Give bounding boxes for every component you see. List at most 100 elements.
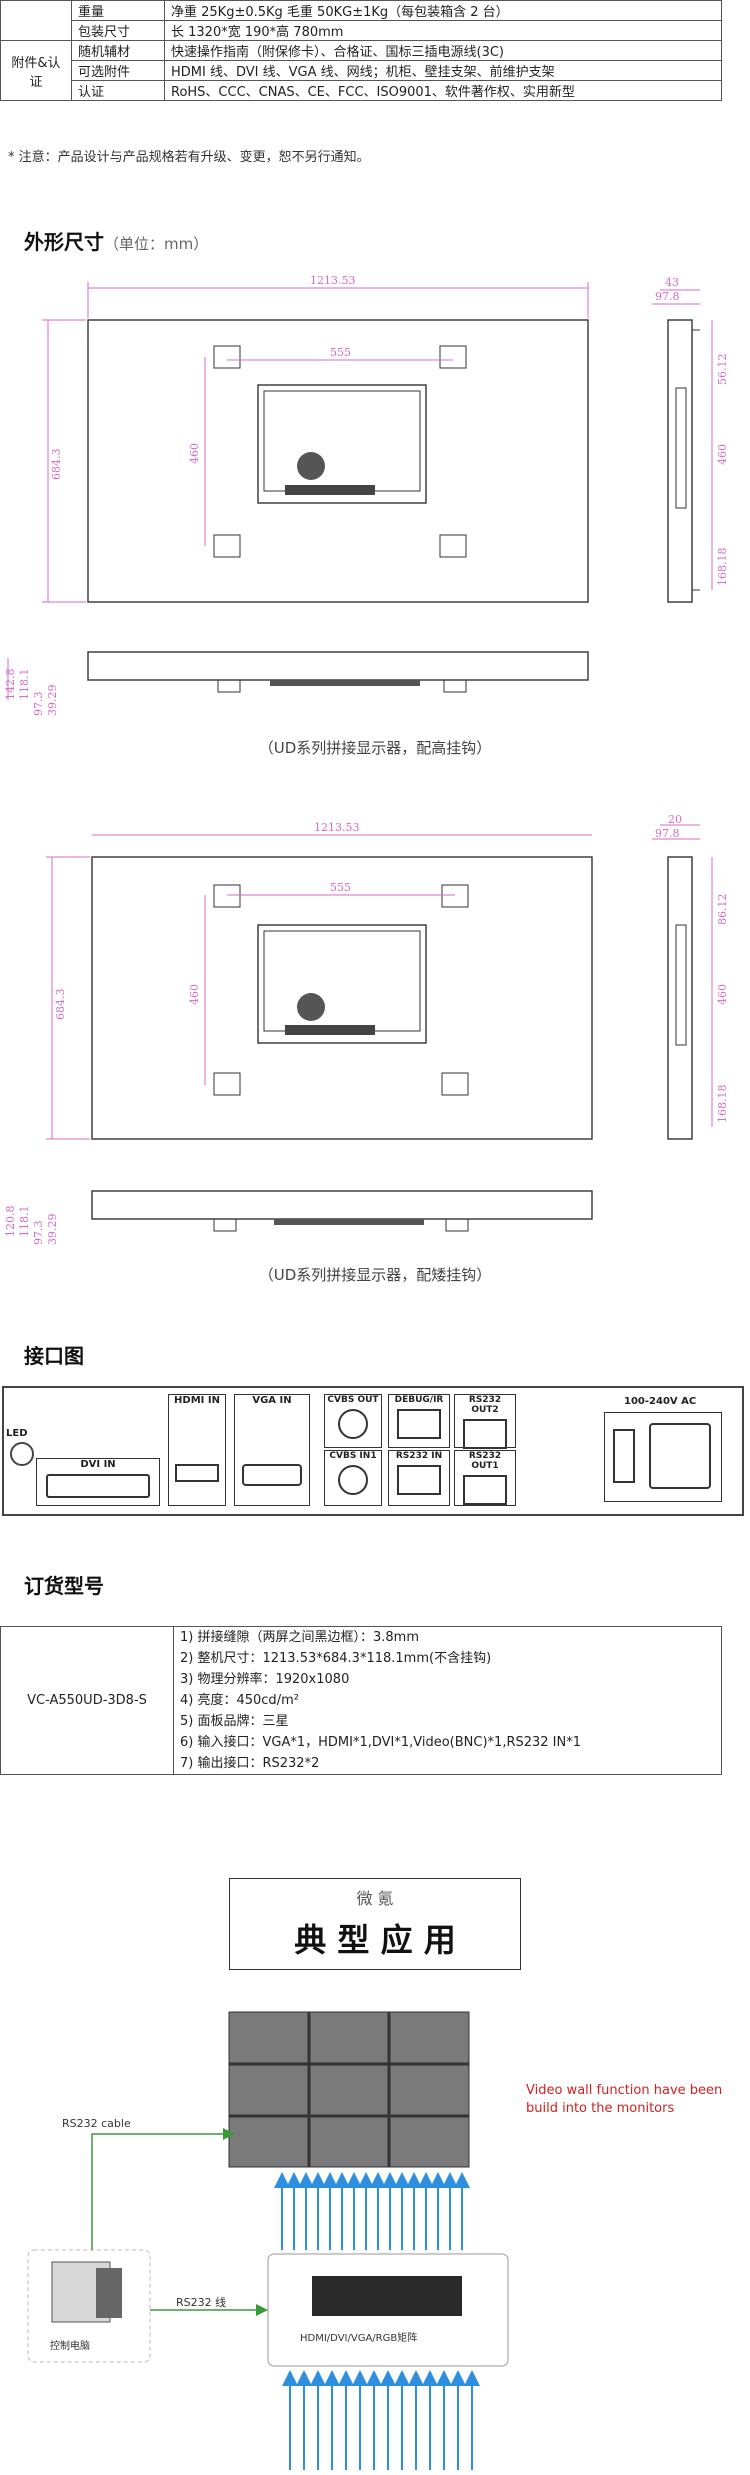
dim-height: 684.3 bbox=[50, 449, 63, 481]
interface-panel: LED DVI IN HDMI IN VGA IN CVBS OUT CVBS … bbox=[2, 1386, 744, 1516]
spec-table: 重量 净重 25Kg±0.5Kg 毛重 50KG±1Kg（每包装箱含 2 台） … bbox=[0, 0, 722, 101]
dim-mount-width: 555 bbox=[330, 346, 351, 359]
led-indicator bbox=[10, 1442, 34, 1466]
debug-port: DEBUG/IR bbox=[388, 1394, 450, 1448]
dimension-drawing-high-hook: 1213.53 684.3 555 460 43 97.8 56.12 460 … bbox=[4, 274, 729, 717]
dim-height: 684.3 bbox=[54, 989, 67, 1021]
order-line: 1) 拼接缝隙（两屏之间黑边框）：3.8mm bbox=[180, 1630, 419, 1645]
cvbs-out-label: CVBS OUT bbox=[327, 1395, 379, 1405]
dim-side-a: 86.12 bbox=[716, 894, 729, 926]
table-row: 包装尺寸 长 1320*宽 190*高 780mm bbox=[0, 20, 722, 41]
spec-key: 可选附件 bbox=[71, 60, 165, 81]
hdmi-port: HDMI IN bbox=[168, 1394, 226, 1506]
spec-value: 快速操作指南（附保修卡）、合格证、国标三插电源线(3C) bbox=[164, 40, 722, 61]
dimensions-unit: （单位：mm） bbox=[104, 235, 209, 253]
brand-name: 微 氪 bbox=[356, 1889, 394, 1908]
dim-side-c: 168.18 bbox=[716, 548, 729, 587]
order-line: 4) 亮度：450cd/m² bbox=[180, 1693, 299, 1708]
vga-label: VGA IN bbox=[252, 1395, 292, 1406]
dim-side-b: 460 bbox=[716, 444, 729, 465]
interface-title: 接口图 bbox=[24, 1344, 84, 1368]
pc-tower-icon bbox=[96, 2268, 122, 2318]
dim-side-a: 56.12 bbox=[716, 354, 729, 386]
spec-value: HDMI 线、DVI 线、VGA 线、网线；机柜、壁挂支架、前维护支架 bbox=[164, 60, 722, 81]
hdmi-label: HDMI IN bbox=[174, 1395, 220, 1406]
table-row: 附件&认证 随机辅材 快速操作指南（附保修卡）、合格证、国标三插电源线(3C) bbox=[0, 40, 722, 101]
cvbs-in-label: CVBS IN1 bbox=[329, 1451, 377, 1461]
dim-bottom-c: 97.3 bbox=[32, 1221, 45, 1246]
drawing2-caption: （UD系列拼接显示器，配矮挂钩） bbox=[258, 1266, 492, 1284]
debug-label: DEBUG/IR bbox=[394, 1395, 444, 1405]
matrix-label: HDMI/DVI/VGA/RGB矩阵 bbox=[300, 2333, 418, 2344]
rs232-out1-port: RS232 OUT1 bbox=[454, 1450, 516, 1506]
rs232-out1-label: RS232 OUT1 bbox=[468, 1451, 502, 1471]
dim-bottom-b: 118.1 bbox=[18, 669, 31, 701]
order-line: 3) 物理分辨率：1920x1080 bbox=[180, 1672, 350, 1687]
rs232-out2-label: RS232 OUT2 bbox=[468, 1395, 502, 1415]
dim-bottom-c: 97.3 bbox=[32, 692, 45, 717]
pc-label: 控制电脑 bbox=[50, 2341, 90, 2352]
spec-key: 认证 bbox=[71, 80, 165, 101]
dim-bottom-a: 120.8 bbox=[4, 1206, 17, 1238]
table-row: 可选附件 HDMI 线、DVI 线、VGA 线、网线；机柜、壁挂支架、前维护支架 bbox=[1, 60, 722, 81]
dim-mount-width: 555 bbox=[330, 881, 351, 894]
rs232-out2-port: RS232 OUT2 bbox=[454, 1394, 516, 1449]
dim-side-top: 43 bbox=[665, 276, 679, 289]
led-label: LED bbox=[6, 1428, 28, 1439]
order-line: 2) 整机尺寸：1213.53*684.3*118.1mm(不含挂钩) bbox=[180, 1651, 492, 1666]
dim-side-depth: 97.8 bbox=[655, 827, 680, 840]
order-line: 7) 输出接口：RS232*2 bbox=[180, 1756, 320, 1771]
front-view-outline bbox=[91, 856, 593, 1140]
dim-bottom-a: 142.8 bbox=[4, 669, 17, 701]
spec-value: 净重 25Kg±0.5Kg 毛重 50KG±1Kg（每包装箱含 2 台） bbox=[164, 0, 722, 21]
power-label: 100-240V AC bbox=[624, 1396, 697, 1407]
spec-value: RoHS、CCC、CNAS、CE、FCC、ISO9001、软件著作权、实用新型 bbox=[164, 80, 722, 101]
spec-value: 长 1320*宽 190*高 780mm bbox=[164, 20, 722, 41]
rs232-cable-line bbox=[91, 2128, 268, 2316]
dim-side-depth: 97.8 bbox=[655, 290, 680, 303]
power-socket bbox=[604, 1412, 722, 1502]
dim-side-top: 20 bbox=[668, 815, 682, 826]
order-model: VC-A550UD-3D8-S bbox=[0, 1626, 174, 1775]
dim-bottom-d: 39.29 bbox=[46, 685, 59, 717]
dim-bottom-d: 39.29 bbox=[46, 1214, 59, 1246]
application-title-box: 微 氪 典 型 应 用 bbox=[229, 1878, 521, 1970]
dimension-drawing-low-hook: 1213.53 684.3 555 460 20 97.8 86.12 460 … bbox=[4, 815, 729, 1246]
spec-cat bbox=[0, 20, 72, 41]
dim-bottom-b: 118.1 bbox=[18, 1206, 31, 1238]
spec-key: 随机辅材 bbox=[71, 40, 165, 61]
matrix-to-wall-arrows bbox=[274, 2172, 470, 2250]
order-features: 1) 拼接缝隙（两屏之间黑边框）：3.8mm 2) 整机尺寸：1213.53*6… bbox=[173, 1626, 722, 1775]
cvbs-in-port: CVBS IN1 bbox=[324, 1450, 382, 1506]
rs232-cable-label: RS232 cable bbox=[62, 2117, 131, 2130]
spec-cat bbox=[0, 0, 72, 21]
spec-key: 重量 bbox=[71, 0, 165, 21]
order-title: 订货型号 bbox=[24, 1574, 104, 1598]
video-wall bbox=[228, 2011, 470, 2168]
dim-mount-height: 460 bbox=[188, 443, 201, 464]
rs232-in-port: RS232 IN bbox=[388, 1450, 450, 1506]
front-view-outline bbox=[87, 319, 589, 603]
application-title: 典 型 应 用 bbox=[294, 1921, 456, 1959]
spec-note: * 注意：产品设计与产品规格若有升级、变更，恕不另行通知。 bbox=[8, 150, 370, 165]
rs232-in-label: RS232 IN bbox=[395, 1451, 443, 1461]
order-line: 6) 输入接口：VGA*1，HDMI*1,DVI*1,Video(BNC)*1,… bbox=[180, 1735, 582, 1750]
order-line: 5) 面板品牌：三星 bbox=[180, 1714, 289, 1729]
drawing1-caption: （UD系列拼接显示器，配高挂钩） bbox=[258, 739, 492, 757]
dim-width: 1213.53 bbox=[314, 821, 360, 834]
dim-mount-height: 460 bbox=[188, 984, 201, 1005]
cvbs-out-port: CVBS OUT bbox=[324, 1394, 382, 1448]
order-table: VC-A550UD-3D8-S 1) 拼接缝隙（两屏之间黑边框）：3.8mm 2… bbox=[0, 1626, 722, 1775]
dim-side-b: 460 bbox=[716, 984, 729, 1005]
sources-to-matrix-arrows bbox=[282, 2370, 480, 2470]
table-row: VC-A550UD-3D8-S 1) 拼接缝隙（两屏之间黑边框）：3.8mm 2… bbox=[0, 1626, 722, 1775]
application-diagram bbox=[27, 2011, 509, 2470]
dvi-port: DVI IN bbox=[36, 1458, 160, 1506]
dimensions-title: 外形尺寸 bbox=[24, 230, 104, 254]
spec-key: 包装尺寸 bbox=[71, 20, 165, 41]
table-row: 认证 RoHS、CCC、CNAS、CE、FCC、ISO9001、软件著作权、实用… bbox=[1, 80, 722, 101]
red-note: Video wall function have been build into… bbox=[526, 2083, 723, 2116]
matrix-device-icon bbox=[312, 2276, 462, 2316]
rs232-line-label: RS232 线 bbox=[176, 2296, 227, 2309]
dim-side-c: 168.18 bbox=[716, 1085, 729, 1124]
